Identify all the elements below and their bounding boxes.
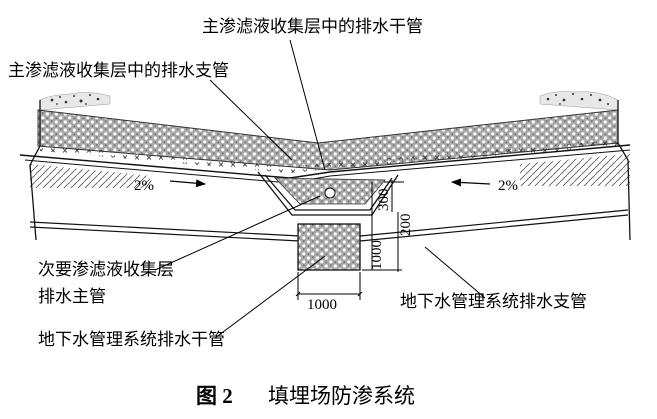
leader-lines — [154, 39, 486, 339]
label-groundwater-trunk: 地下水管理系统排水干管 — [38, 330, 225, 350]
slope-arrow-right — [451, 178, 491, 187]
dim-200-label: 200 — [398, 214, 414, 237]
main-leachate-gravel-layer — [37, 109, 619, 171]
label-main-trunk-pipe: 主渗滤液收集层中的排水干管 — [202, 17, 423, 37]
dim-1000-vertical-label: 1000 — [369, 240, 385, 270]
soil-right — [520, 154, 630, 186]
label-secondary-main-pipe: 排水主管 — [38, 287, 106, 307]
right-slope-wall — [617, 100, 631, 241]
groundwater-system — [29, 209, 629, 271]
soil-left — [30, 164, 150, 188]
slope-right-label: 2% — [498, 178, 518, 194]
trunk-pipe-circle — [324, 187, 336, 199]
label-main-branch-pipe: 主渗滤液收集层中的排水支管 — [8, 61, 229, 81]
figure-number: 图 2 — [196, 384, 233, 408]
label-groundwater-branch: 地下水管理系统排水支管 — [400, 292, 587, 312]
slope-arrow-left — [169, 179, 206, 188]
dim-1000-horizontal-label: 1000 — [307, 297, 337, 313]
label-secondary-layer: 次要渗滤液收集层 — [38, 260, 174, 280]
dim-300-label: 300 — [376, 189, 392, 212]
waste-layer — [39, 91, 619, 111]
left-slope-wall — [29, 100, 41, 241]
sump-trench — [257, 171, 399, 216]
figure-title: 填埋场防渗系统 — [268, 384, 415, 408]
slope-left-label: 2% — [134, 178, 154, 194]
groundwater-trunk-pipe-box — [297, 223, 361, 271]
